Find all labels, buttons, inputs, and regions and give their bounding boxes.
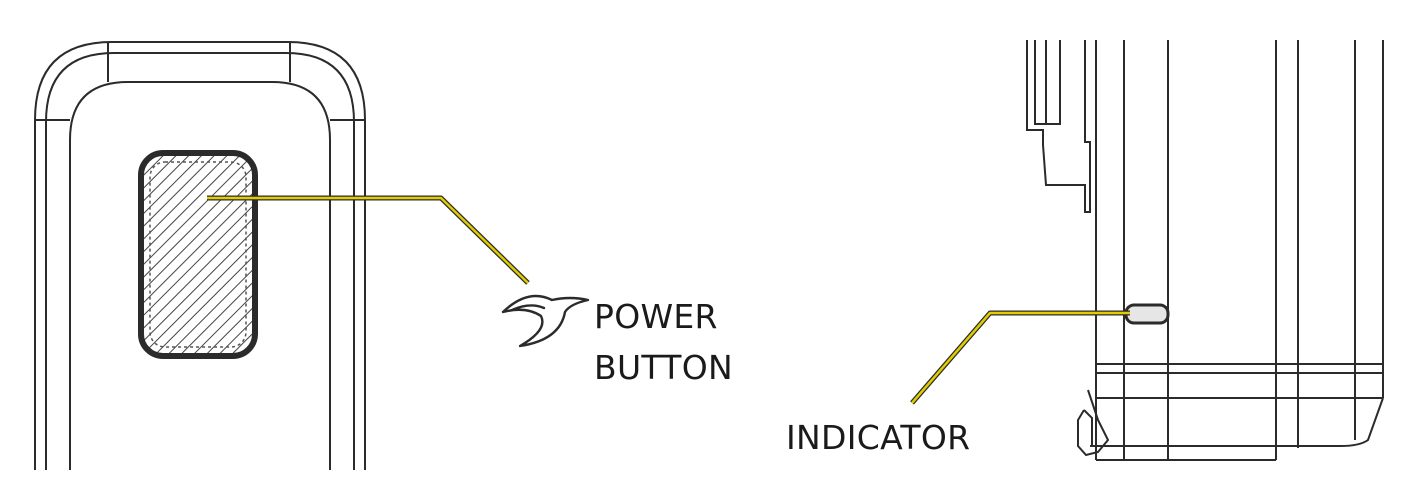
indicator-label: INDICATOR [786,418,971,457]
swoosh-icon [501,294,590,348]
side-view [1026,40,1384,461]
power-button[interactable] [138,150,258,359]
front-view [34,41,366,470]
indicator-leader-line [910,310,1130,405]
power-button-label-line2: BUTTON [594,348,733,387]
indicator-light [1124,303,1170,325]
power-button-label: POWER [594,297,718,336]
